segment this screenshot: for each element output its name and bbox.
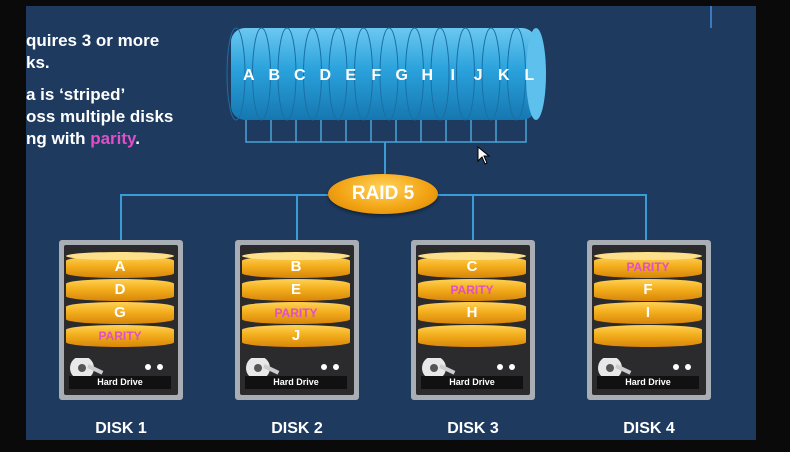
cylinder-letter-h: H [421,67,433,84]
disk-2: B E PARITY J Hard Drive [235,240,359,400]
disk-1-name: DISK 1 [95,420,147,437]
disk-4-block-1: PARITY [594,256,702,278]
disk-2-block-1: B [242,256,350,278]
parity-word: parity [90,129,136,148]
cylinder-letter-c: C [294,67,306,84]
cylinder-letter-d: D [319,67,331,84]
cylinder-segment [277,27,297,121]
cylinder-segment [328,27,348,121]
cylinder-letter-b: B [268,67,280,84]
drive-platter-icon [422,356,515,380]
disk-3-base: Hard Drive [418,356,526,392]
cylinder-segment [303,27,322,121]
disk-3-platters: C PARITY H [418,252,526,348]
disk-3-block-3: H [418,302,526,324]
disk-2-platters: B E PARITY J [242,252,350,348]
bullet-2-line-2: oss multiple disks [26,107,174,126]
cylinder-letter-l: L [524,67,534,84]
divider-line [710,6,712,28]
slide: quires 3 or more ks. a is ‘striped’ oss … [26,6,756,440]
disk-1-block-4: PARITY [66,325,174,347]
bullet-2-period: . [135,129,140,148]
disk-2-block-4: J [242,325,350,347]
bullet-1-line-2: ks. [26,53,50,72]
disk-3: C PARITY H Hard Drive [411,240,535,400]
raid-5-badge: RAID 5 [328,174,438,214]
disk-4-block-3: I [594,302,702,324]
disk-2-name: DISK 2 [271,420,323,437]
disk-4-base: Hard Drive [594,356,702,392]
cylinder-segment [354,27,373,121]
cylinder-segment [405,27,424,121]
cylinder-segment [226,27,246,121]
disk-3-name: DISK 3 [447,420,499,437]
disk-4-name: DISK 4 [623,420,675,437]
stripe-ticks [245,118,527,143]
disk-4-block-4 [594,325,702,347]
disk-2-block-2: E [242,279,350,301]
bullet-2-line-3: ng with [26,129,91,148]
disk-1-block-3: G [66,302,174,324]
drive-platter-icon [70,356,163,380]
disk-2-base: Hard Drive [242,356,350,392]
disk-1-hard-drive-label: Hard Drive [69,376,171,389]
disk-4-platters: PARITY F I [594,252,702,348]
disk-1-platters: A D G PARITY [66,252,174,348]
cylinder-segment [507,27,526,121]
disk-1-block-1: A [66,256,174,278]
mouse-cursor-icon [477,146,491,165]
tree-lines [120,142,647,240]
disk-4-block-2: F [594,279,702,301]
cylinder-segment [379,27,399,121]
drive-platter-icon [598,356,691,380]
disk-1-base: Hard Drive [66,356,174,392]
bullet-text: quires 3 or more ks. a is ‘striped’ oss … [26,30,173,160]
disk-3-block-4 [418,325,526,347]
cylinder-letter-g: G [396,67,408,84]
disk-3-hard-drive-label: Hard Drive [421,376,523,389]
cylinder-letter-e: E [345,67,356,84]
cylinder-segment [456,27,475,121]
disk-2-block-3: PARITY [242,302,350,324]
disk-1: A D G PARITY Hard Drive [59,240,183,400]
cylinder-segment [430,27,450,121]
disk-3-block-2: PARITY [418,279,526,301]
drive-platter-icon [246,356,339,380]
cylinder-segment [481,27,501,121]
bullet-1-line-1: quires 3 or more [26,31,160,50]
disk-2-hard-drive-label: Hard Drive [245,376,347,389]
disk-3-block-1: C [418,256,526,278]
cylinder-letter-k: K [498,67,510,84]
cylinder-letter-a: A [243,67,255,84]
cylinder-letter-i: I [451,67,455,84]
cylinder-letter-j: J [474,67,483,84]
cylinder-segment [252,27,271,121]
cylinder-letter-f: F [371,67,381,84]
disk-4: PARITY F I Hard Drive [587,240,711,400]
disk-4-hard-drive-label: Hard Drive [597,376,699,389]
disk-1-block-2: D [66,279,174,301]
bullet-2-line-1: a is ‘striped’ [26,85,126,104]
